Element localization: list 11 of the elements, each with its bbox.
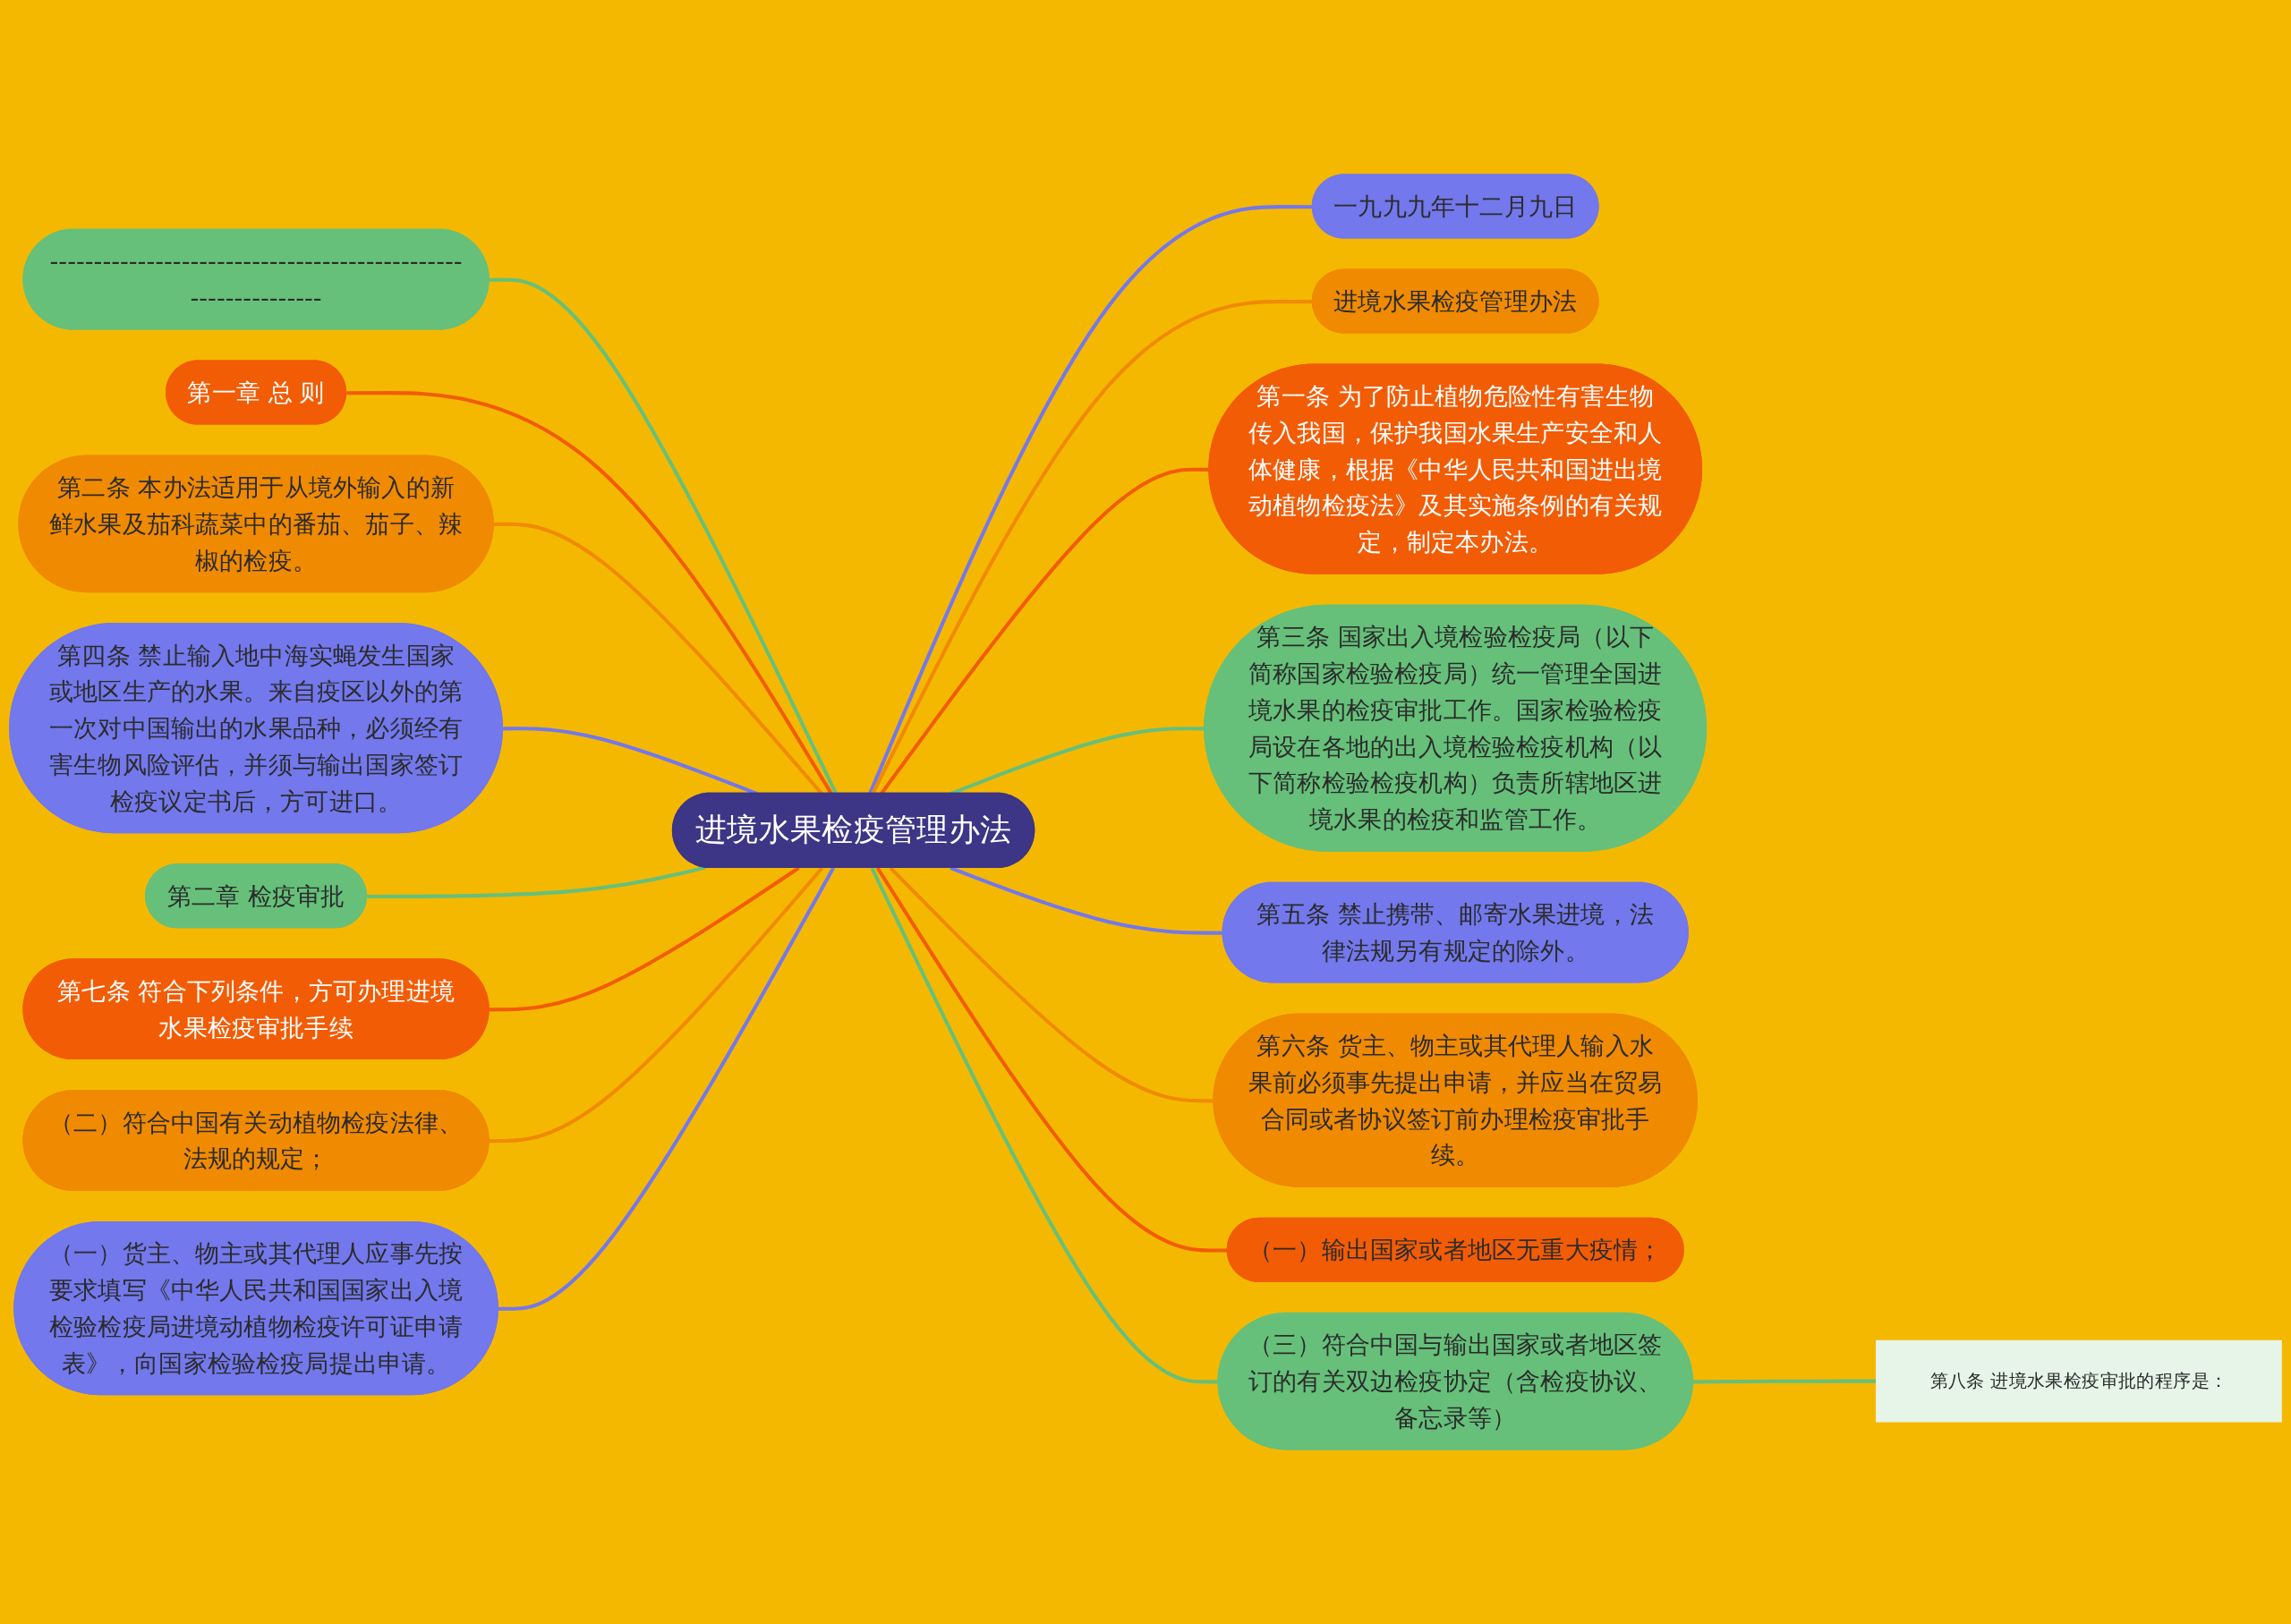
node-box: 第八条 进境水果检疫审批的程序是：: [1876, 1339, 2282, 1423]
connector: [950, 866, 1223, 935]
connector: [489, 277, 839, 795]
connector: [367, 865, 706, 898]
connector: [870, 867, 1219, 1384]
connector: [1692, 1379, 1877, 1384]
connector: [875, 866, 1228, 1253]
connector: [489, 866, 824, 1144]
connector: [498, 867, 835, 1311]
connector: [889, 866, 1214, 1103]
connector: [489, 866, 800, 1012]
